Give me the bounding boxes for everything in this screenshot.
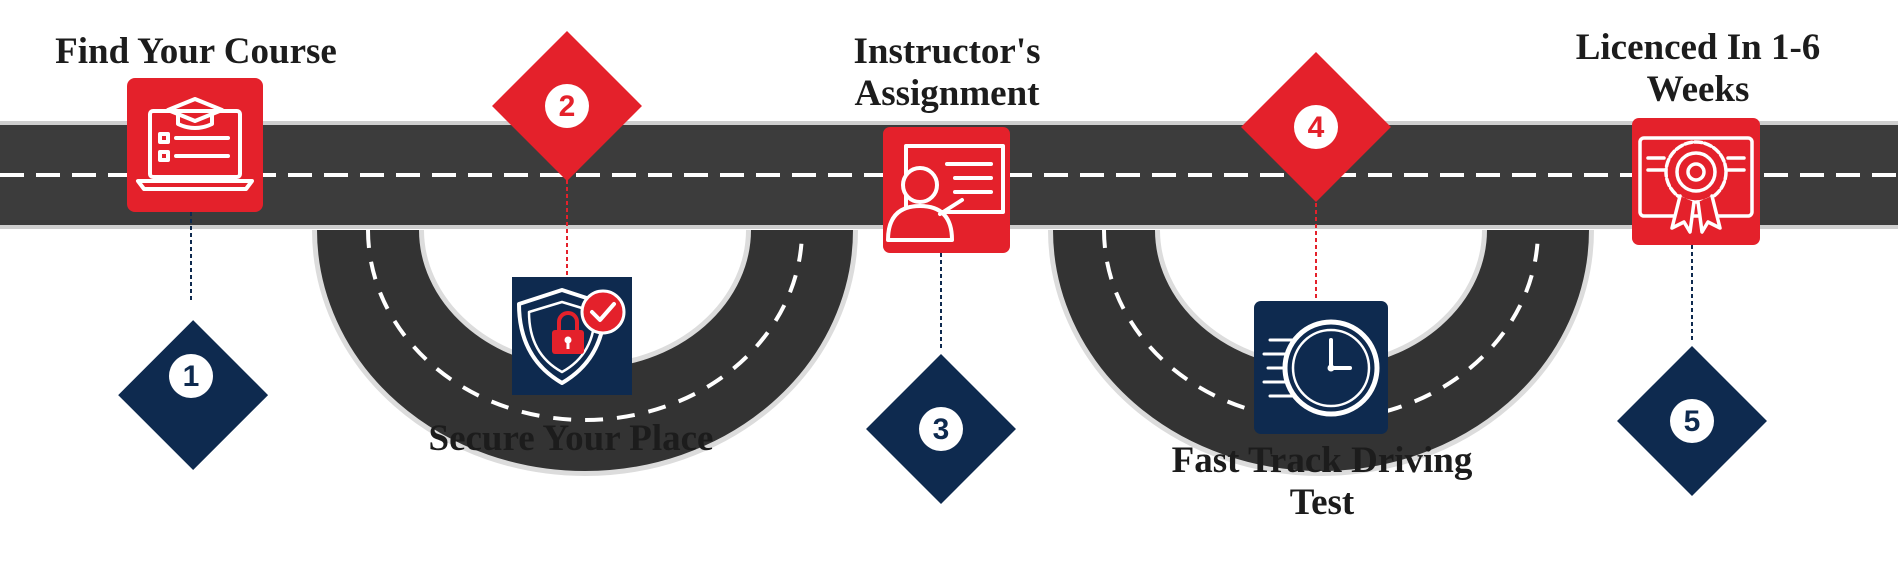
step-3-badge: 3: [866, 354, 1016, 504]
step-5-title: Licenced In 1-6 Weeks: [1575, 27, 1821, 110]
loop-road-left: [312, 228, 858, 476]
step-5-badge: 5: [1617, 346, 1767, 496]
step-3-number: 3: [933, 413, 950, 446]
step-4-number: 4: [1308, 111, 1325, 144]
step-2-number: 2: [559, 90, 576, 123]
step-2-title: Secure Your Place: [428, 418, 714, 459]
step-1-title: Find Your Course: [55, 31, 337, 72]
step-3-title: Instructor's Assignment: [853, 31, 1041, 114]
laptop-graduation-cap-icon: [136, 97, 254, 191]
step-4-title: Fast Track Driving Test: [1171, 440, 1473, 523]
shield-lock-check-icon: [517, 288, 626, 385]
fast-clock-icon: [1262, 319, 1380, 417]
step-5-number: 5: [1684, 405, 1701, 438]
instructor-board-icon: [886, 144, 1005, 242]
step-1-number: 1: [183, 360, 200, 393]
step-2-icon-box: [512, 277, 632, 395]
step-1-badge: 1: [118, 320, 269, 471]
step-3-icon-box: [883, 127, 1010, 253]
step-4-icon-box: [1254, 301, 1388, 434]
certificate-award-icon: [1638, 136, 1754, 234]
step-1-icon-box: [127, 78, 263, 212]
step-5-icon-box: [1632, 118, 1760, 245]
